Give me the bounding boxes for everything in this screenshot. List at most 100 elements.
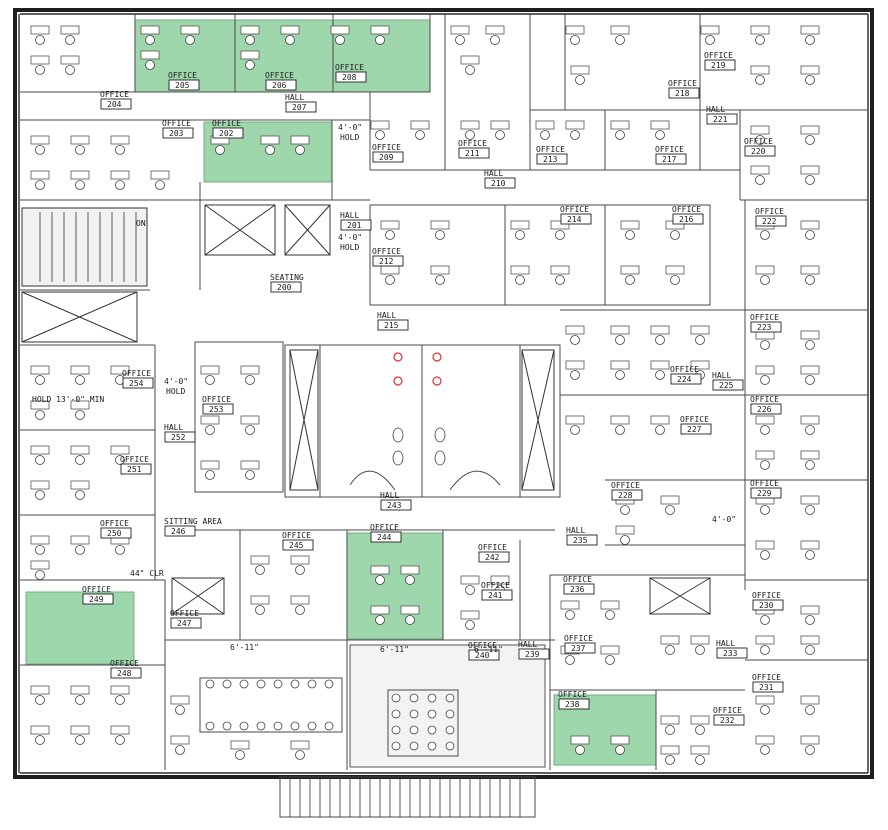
workstation	[600, 645, 620, 665]
workstation	[240, 25, 260, 45]
room-name: OFFICE	[752, 673, 781, 682]
chair	[570, 130, 580, 140]
desk	[30, 25, 50, 35]
room-name: OFFICE	[558, 690, 587, 699]
room-name: OFFICE	[564, 634, 593, 643]
room-number: 248	[117, 669, 132, 678]
desk	[570, 65, 590, 75]
dimension-note: ON	[136, 219, 146, 228]
dimension-note: 4'-0"	[712, 515, 736, 524]
room-number-box	[704, 59, 736, 71]
desk	[110, 725, 130, 735]
workstation	[30, 400, 50, 420]
workstation	[200, 460, 220, 480]
chair	[75, 375, 85, 385]
desk	[30, 560, 50, 570]
chair	[695, 645, 705, 655]
conference-chair	[427, 709, 437, 719]
desk	[690, 635, 710, 645]
chair	[490, 35, 500, 45]
desk	[800, 735, 820, 745]
chair	[35, 410, 45, 420]
desk	[800, 495, 820, 505]
room-number: 244	[377, 533, 392, 542]
desk	[800, 330, 820, 340]
desk	[70, 480, 90, 490]
conference-chair	[409, 725, 419, 735]
chair	[65, 35, 75, 45]
room-number-box	[706, 113, 738, 125]
workstation	[70, 170, 90, 190]
workstation	[660, 635, 680, 655]
chair	[760, 645, 770, 655]
room-name: OFFICE	[478, 543, 507, 552]
chair	[435, 275, 445, 285]
chair	[805, 275, 815, 285]
room-number: 202	[219, 129, 234, 138]
chair	[35, 695, 45, 705]
desk	[800, 125, 820, 135]
workstation	[570, 735, 590, 755]
room-number: 206	[272, 81, 287, 90]
chair	[760, 615, 770, 625]
room-number-box	[558, 698, 590, 710]
desk	[70, 685, 90, 695]
desk	[230, 740, 250, 750]
dimension-subtext: HOLD	[166, 387, 185, 396]
room-number: 224	[677, 375, 692, 384]
chair	[245, 375, 255, 385]
chair	[570, 35, 580, 45]
chair	[665, 505, 675, 515]
workstation	[430, 220, 450, 240]
workstation	[280, 25, 300, 45]
chair	[215, 145, 225, 155]
workstation	[30, 480, 50, 500]
dimension-note: 4'-0"HOLD	[338, 123, 362, 142]
room-number: 253	[209, 405, 224, 414]
desk	[565, 360, 585, 370]
desk	[290, 740, 310, 750]
desk	[490, 575, 510, 585]
workstation	[140, 50, 160, 70]
dimension-text: HOLD 13'-0" MIN	[32, 395, 104, 404]
room-labels: OFFICE204OFFICE205OFFICE206OFFICE208HALL…	[82, 51, 787, 726]
chair	[570, 425, 580, 435]
desk	[565, 415, 585, 425]
room-name: OFFICE	[110, 659, 139, 668]
room-name: OFFICE	[370, 523, 399, 532]
room-name: OFFICE	[750, 313, 779, 322]
workstation	[370, 25, 390, 45]
room-number: 214	[567, 215, 582, 224]
room-number-box	[750, 321, 782, 333]
chair	[760, 340, 770, 350]
desk	[380, 220, 400, 230]
room-number-box	[164, 525, 196, 537]
room-number-box	[716, 647, 748, 659]
chair	[760, 425, 770, 435]
room-number: 211	[465, 149, 480, 158]
workstation	[700, 25, 720, 45]
workstation	[240, 50, 260, 70]
furniture-layer	[30, 25, 820, 765]
workstation	[800, 165, 820, 185]
workstation	[30, 25, 50, 45]
desk	[600, 645, 620, 655]
workstation	[800, 330, 820, 350]
desk	[240, 25, 260, 35]
room-name: OFFICE	[372, 247, 401, 256]
conference-chair	[445, 693, 455, 703]
chair	[205, 425, 215, 435]
desk	[370, 120, 390, 130]
workstation	[800, 540, 820, 560]
desk	[565, 120, 585, 130]
chair	[75, 735, 85, 745]
desk	[800, 365, 820, 375]
dimension-text: 4'-0"	[712, 515, 736, 524]
chair	[805, 175, 815, 185]
workstation	[140, 25, 160, 45]
